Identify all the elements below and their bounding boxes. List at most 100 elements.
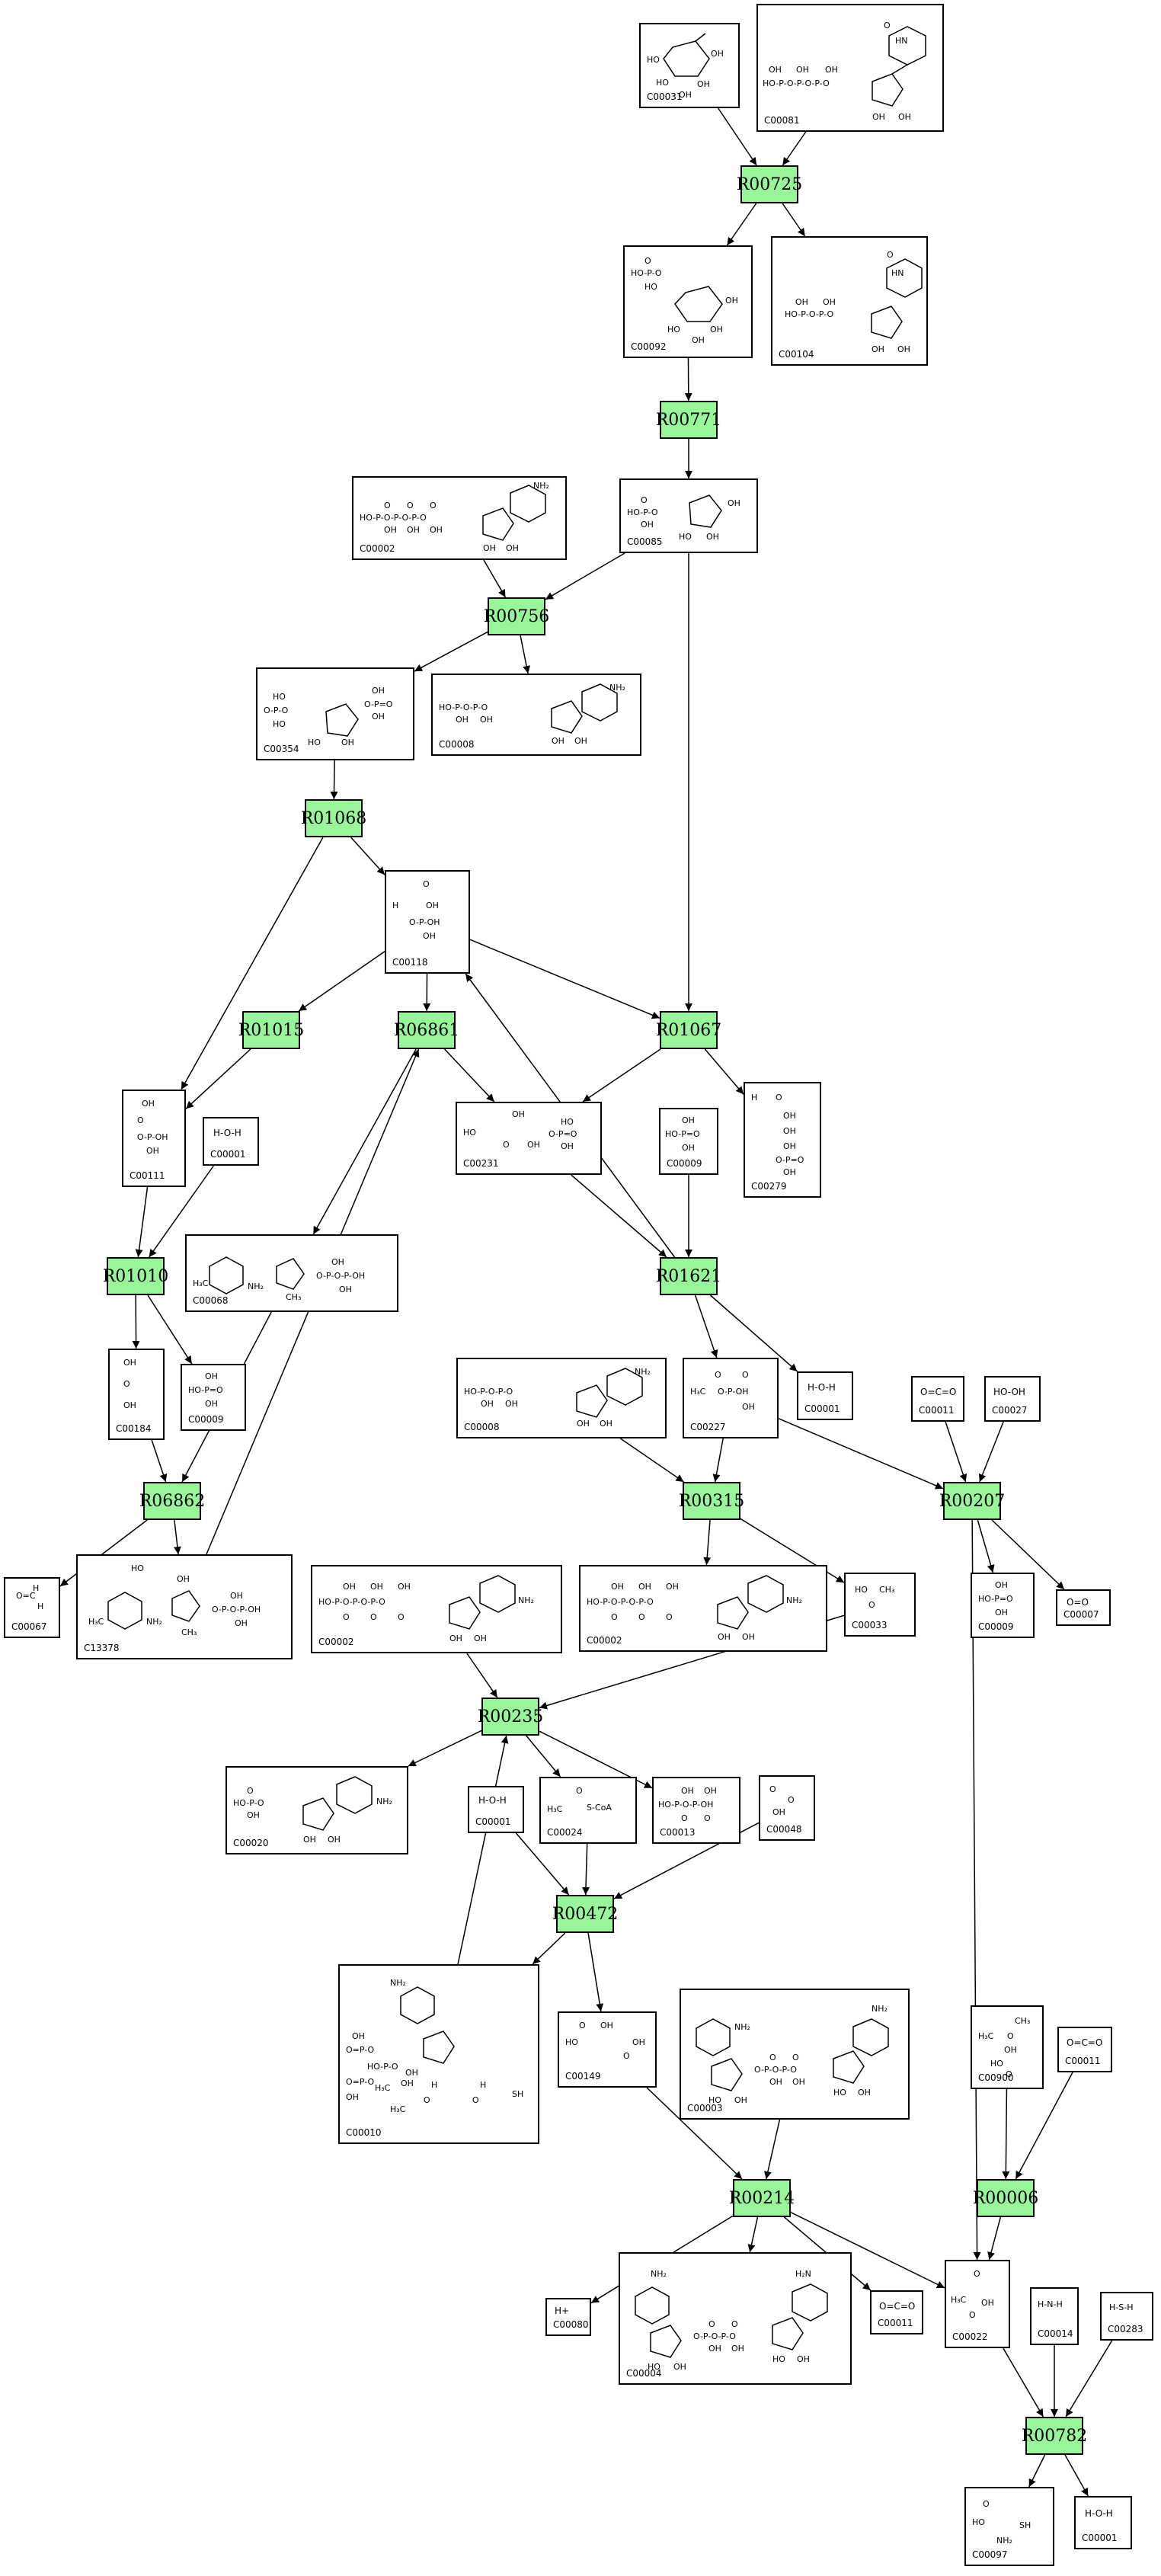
reaction-r01015[interactable]: R01015 [238, 1011, 304, 1049]
reaction-r01010[interactable]: R01010 [103, 1257, 168, 1295]
svg-text:O-P-O-P-O: O-P-O-P-O [693, 2331, 736, 2341]
svg-text:O: O [769, 1784, 776, 1794]
svg-text:OH: OH [426, 901, 439, 910]
svg-text:H₃C: H₃C [978, 2031, 994, 2041]
svg-text:OH: OH [574, 736, 587, 746]
svg-text:H: H [431, 2080, 437, 2090]
compound-formula: O=C=O [879, 2301, 916, 2312]
svg-text:HO-P=O: HO-P=O [188, 1385, 223, 1395]
svg-text:OH: OH [352, 2031, 365, 2041]
svg-text:OH: OH [898, 112, 911, 122]
reaction-r00725[interactable]: R00725 [737, 165, 802, 203]
svg-text:O: O [704, 1813, 711, 1823]
compound-formula: O=C=O [920, 1387, 957, 1397]
reaction-r00006[interactable]: R00006 [973, 2179, 1038, 2217]
reaction-r00207[interactable]: R00207 [939, 1482, 1005, 1520]
reaction-r06861[interactable]: R06861 [394, 1011, 459, 1049]
svg-text:O-P=O: O-P=O [776, 1155, 804, 1165]
edge-c00111_a-to-R01010 [135, 1186, 149, 1258]
reaction-r00315[interactable]: R00315 [679, 1482, 744, 1520]
svg-text:OH: OH [600, 1419, 612, 1429]
svg-text:O: O [708, 2319, 715, 2329]
edge-c00002_a-to-R00756 [483, 559, 507, 598]
svg-text:O: O [887, 250, 894, 260]
compound-c00080[interactable]: H+C00080 [545, 2298, 591, 2336]
svg-text:O: O [731, 2319, 738, 2329]
svg-text:NH₂: NH₂ [376, 1797, 392, 1806]
svg-text:OH: OH [235, 1618, 248, 1628]
reaction-r01621[interactable]: R01621 [656, 1257, 721, 1295]
reaction-r00771[interactable]: R00771 [656, 401, 721, 439]
svg-text:CH₃: CH₃ [879, 1585, 894, 1595]
svg-text:OH: OH [796, 65, 809, 75]
reaction-r00472[interactable]: R00472 [552, 1895, 618, 1933]
svg-text:O-P=O: O-P=O [364, 699, 393, 709]
svg-text:O: O [641, 495, 648, 505]
svg-text:HO-P=O: HO-P=O [978, 1594, 1013, 1604]
reaction-r00235[interactable]: R00235 [478, 1698, 543, 1736]
reaction-r01068[interactable]: R01068 [301, 799, 366, 837]
reaction-r00756[interactable]: R00756 [484, 597, 549, 635]
edge-c00022_a-to-R00782 [1003, 2347, 1044, 2418]
edge-R00472-to-c00149_a [587, 1932, 604, 2012]
reaction-r01067[interactable]: R01067 [656, 1011, 721, 1049]
svg-text:HO-P-O-P-O: HO-P-O-P-O [785, 309, 833, 319]
reaction-r00782[interactable]: R00782 [1022, 2417, 1087, 2455]
reaction-r00214[interactable]: R00214 [729, 2179, 795, 2217]
svg-text:OH: OH [343, 1582, 356, 1592]
edge-c00031_a-to-R00725 [718, 107, 757, 166]
reaction-r06862[interactable]: R06862 [139, 1482, 205, 1520]
svg-text:OH: OH [123, 1358, 136, 1368]
svg-text:OH: OH [505, 1399, 518, 1409]
